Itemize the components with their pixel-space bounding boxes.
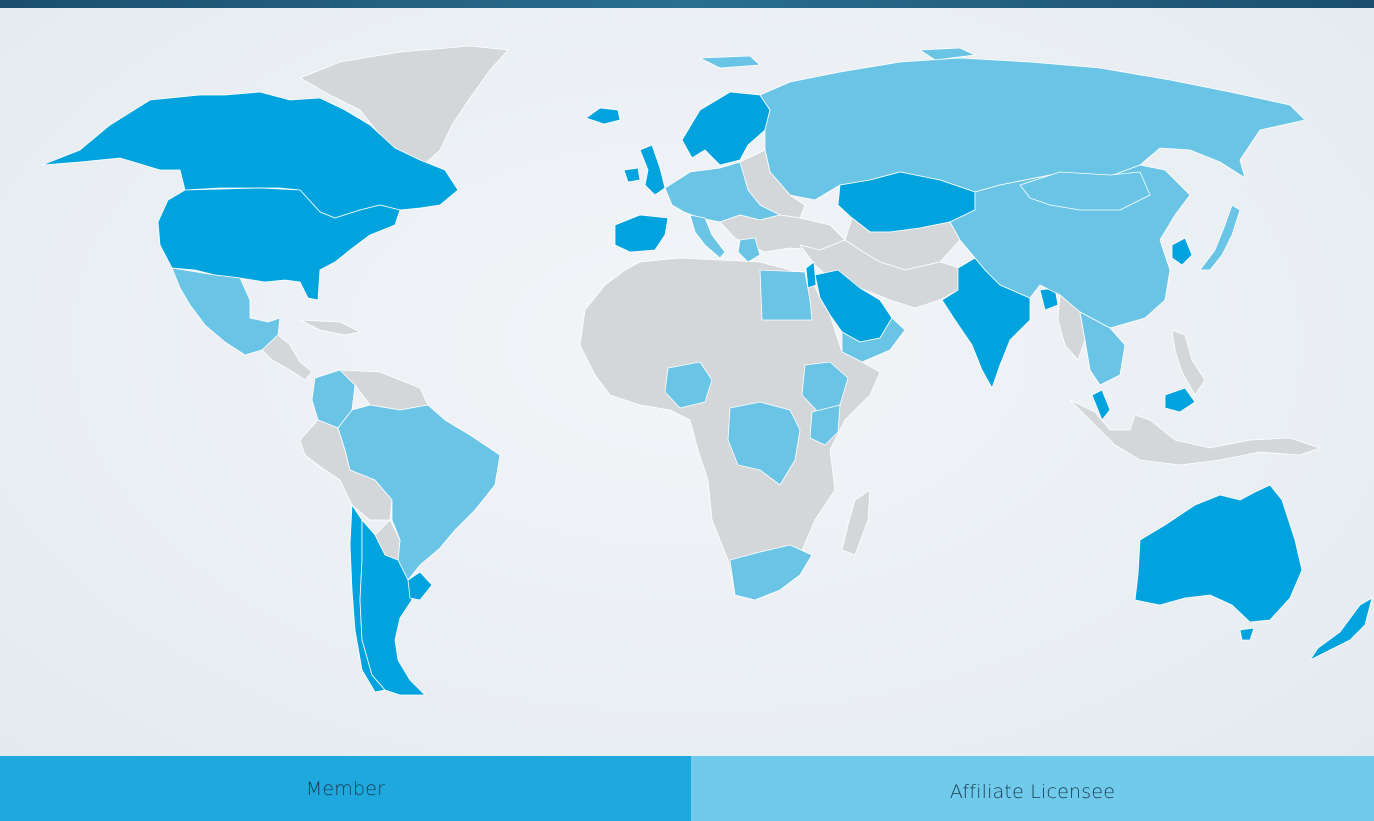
region-madagascar <box>841 489 871 556</box>
region-indonesia <box>1069 399 1321 466</box>
region-malaysia-borneo <box>1164 387 1196 413</box>
region-uk <box>639 144 666 196</box>
region-tasmania <box>1239 627 1255 641</box>
legend-member: Member <box>0 756 691 821</box>
legend-affiliate-label: Affiliate Licensee <box>949 780 1116 803</box>
region-australia <box>1134 484 1303 623</box>
region-central-america <box>261 334 313 381</box>
region-kenya <box>809 404 841 446</box>
region-uruguay <box>407 571 433 601</box>
region-argentina <box>359 519 426 696</box>
region-south-korea <box>1171 237 1193 266</box>
top-banner-band <box>0 0 1374 8</box>
region-greenland <box>299 45 509 169</box>
region-south-africa <box>729 544 813 601</box>
legend-bar: Member Affiliate Licensee <box>0 756 1374 821</box>
region-ireland <box>623 167 641 183</box>
world-map-svg <box>41 45 1373 696</box>
region-russia <box>759 57 1306 201</box>
region-eastern-europe <box>739 149 806 219</box>
region-philippines <box>1171 329 1206 396</box>
region-iceland <box>585 107 621 125</box>
region-new-zealand <box>1309 597 1373 661</box>
region-nigeria <box>664 361 713 409</box>
region-brazil <box>337 404 501 581</box>
region-egypt <box>759 269 813 321</box>
legend-member-label: Member <box>305 777 386 800</box>
world-map <box>0 8 1374 756</box>
region-thailand-vietnam <box>1079 311 1126 386</box>
legend-affiliate-licensee: Affiliate Licensee <box>691 756 1374 821</box>
region-israel <box>805 261 817 289</box>
region-japan <box>1199 204 1241 271</box>
region-dr-congo <box>727 401 801 486</box>
region-italy <box>689 214 726 259</box>
region-greece <box>737 237 761 263</box>
region-mongolia <box>1019 171 1151 211</box>
region-scandinavia <box>681 91 771 166</box>
region-malaysia <box>1091 389 1111 421</box>
region-spain-portugal <box>614 214 669 253</box>
region-caribbean <box>299 319 361 336</box>
region-arctic-islands <box>699 47 976 69</box>
